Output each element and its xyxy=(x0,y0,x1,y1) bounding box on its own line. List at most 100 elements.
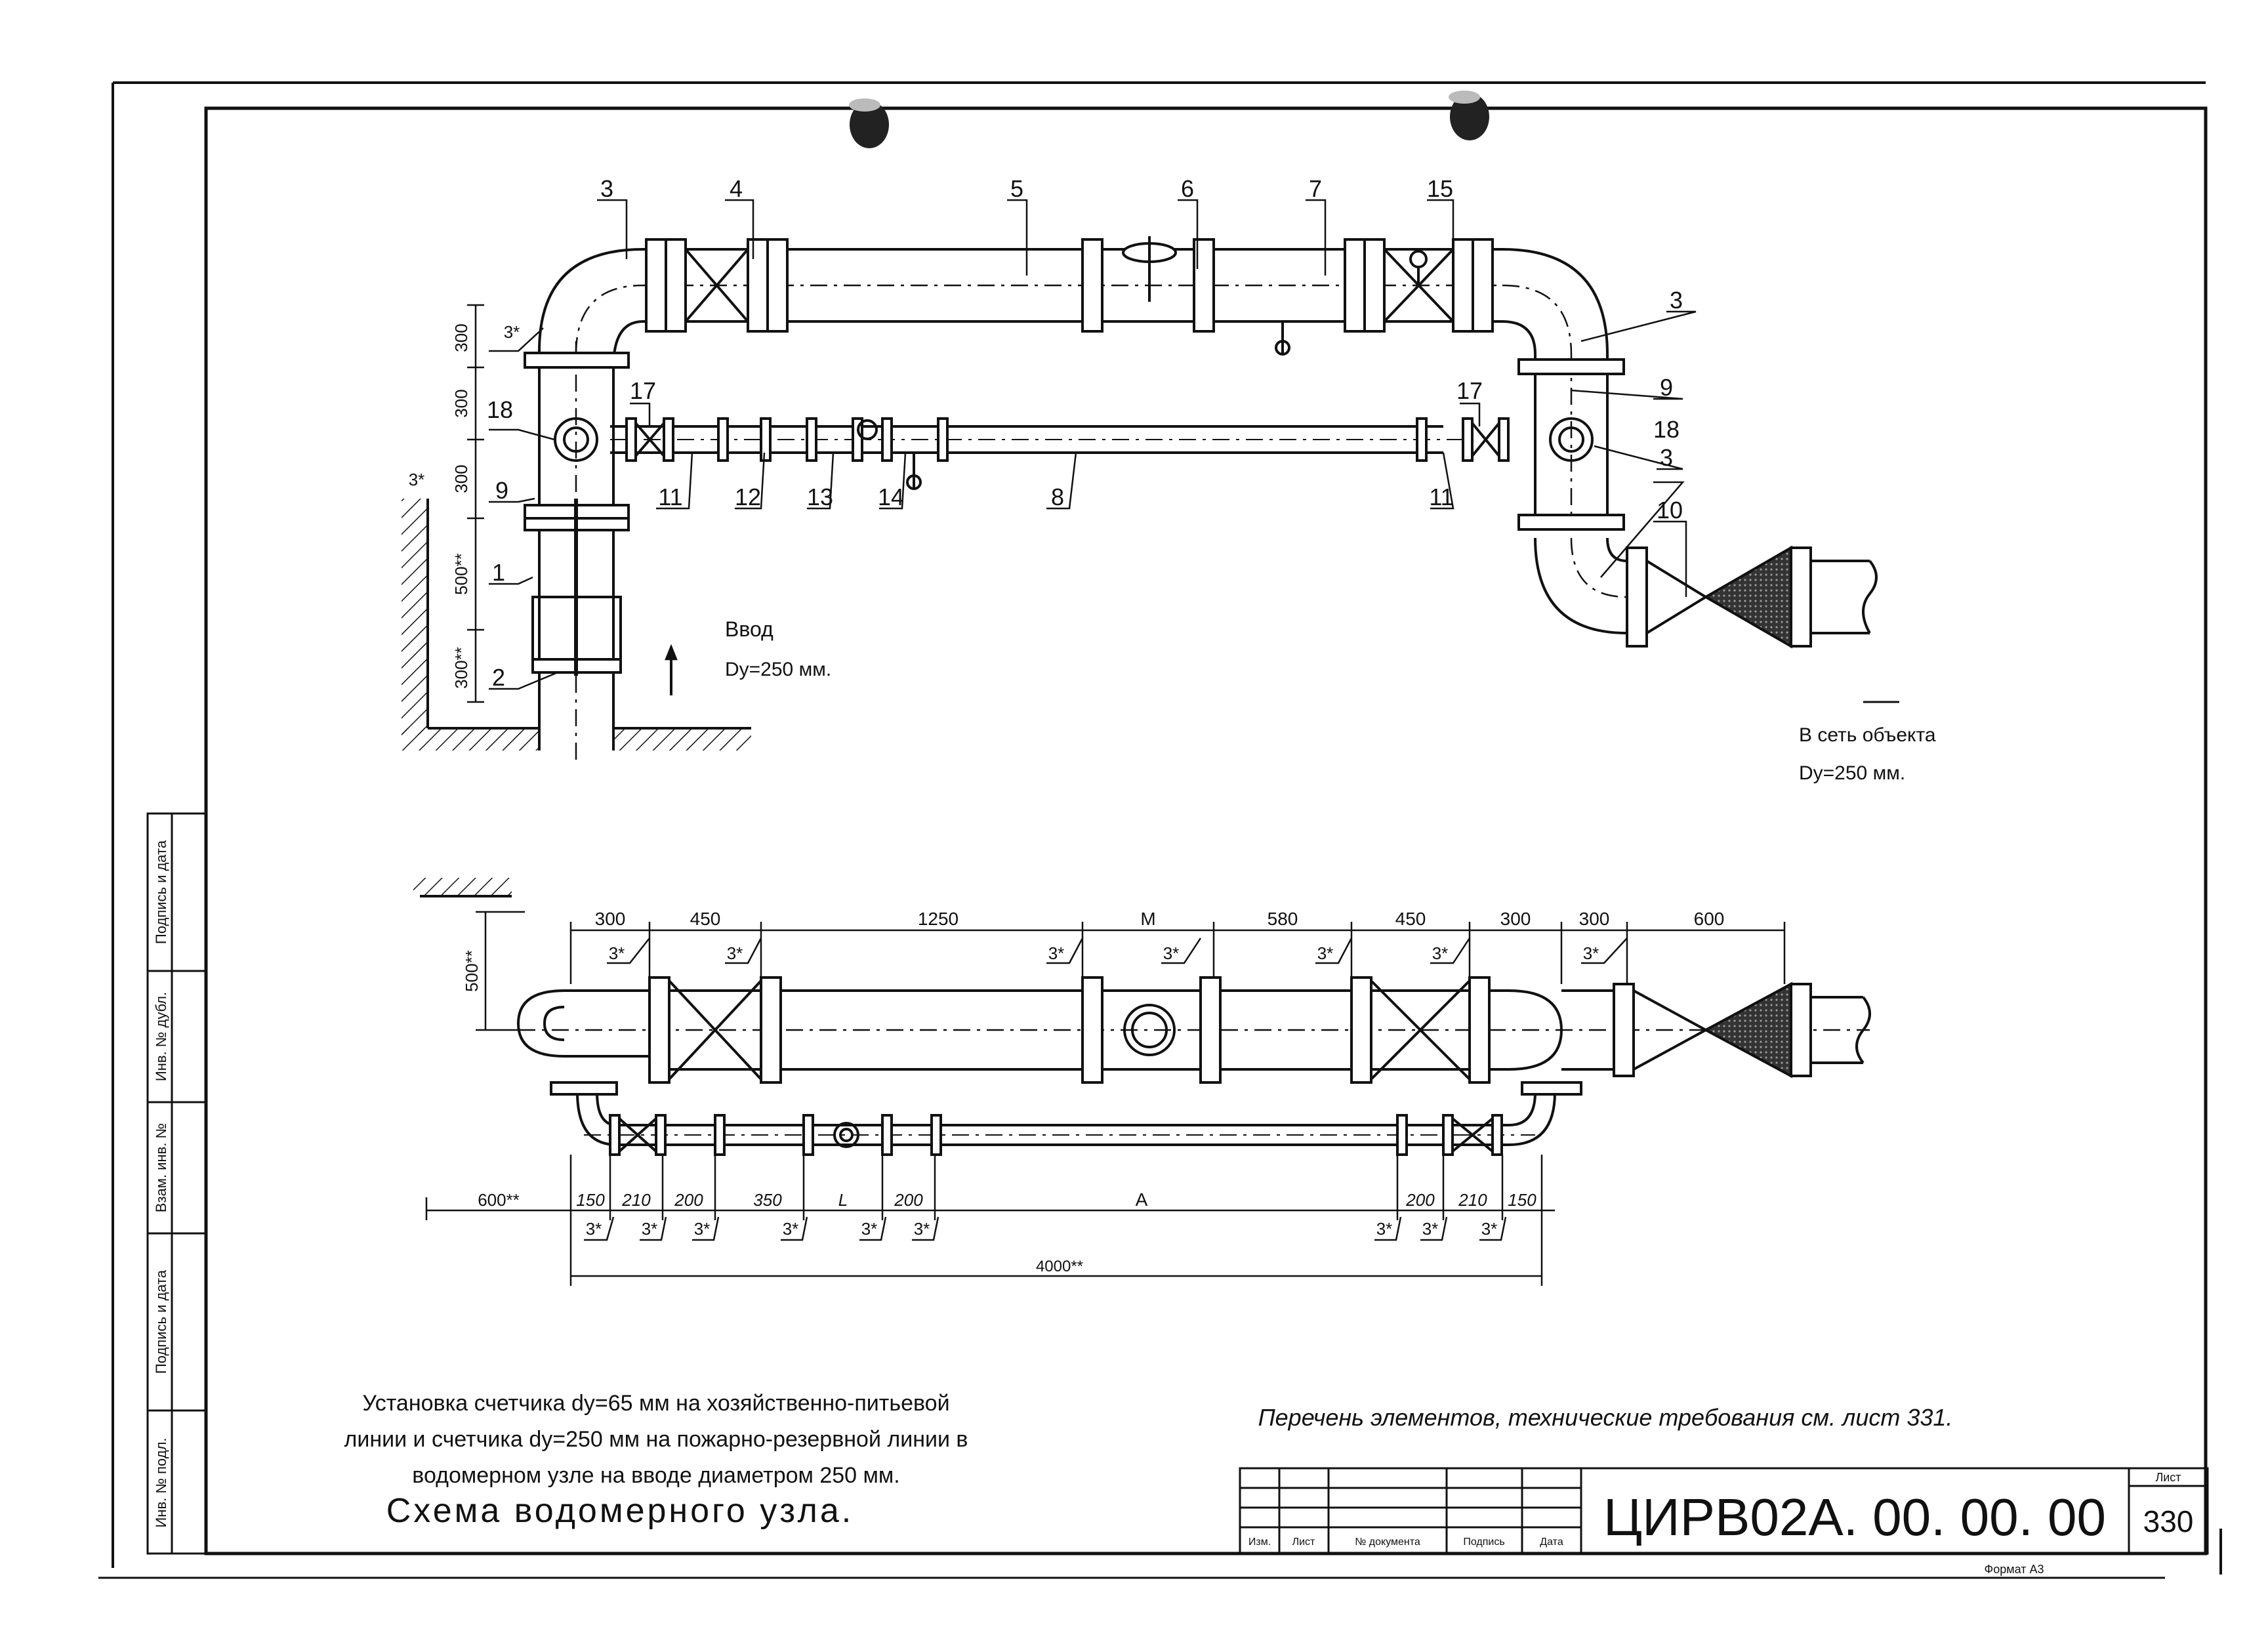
plan-top-weld-4: 3* xyxy=(1163,943,1180,963)
plan-bdim-A: A xyxy=(1136,1189,1148,1210)
weld-mark-top-1: 3* xyxy=(504,322,520,342)
plan-dim-300-c: 300 xyxy=(1579,909,1610,929)
plan-total-dim: 4000** xyxy=(1036,1258,1083,1275)
callout-12: 12 xyxy=(735,484,761,510)
side-stamp-table xyxy=(146,812,207,1555)
callout-10: 10 xyxy=(1657,497,1683,524)
plan-bdim-200-c: 200 xyxy=(1405,1190,1435,1210)
plan-top-dim-line xyxy=(476,911,1786,1031)
plan-bottom-weld-5: 3* xyxy=(861,1219,878,1239)
stamp-sign-date-1: Подпись и дата xyxy=(153,840,169,944)
plan-dim-1250: 1250 xyxy=(918,909,959,929)
caption-line-1: Установка счетчика dy=65 мм на хозяйстве… xyxy=(362,1391,949,1416)
tb-col-date: Дата xyxy=(1540,1536,1563,1548)
outlet-diameter: Dy=250 мм. xyxy=(1799,762,1905,784)
plan-top-weld-6: 3* xyxy=(1432,943,1449,963)
callout-11-b: 11 xyxy=(1429,484,1453,510)
callout-18-a: 18 xyxy=(487,396,513,423)
plan-bdim-200-a: 200 xyxy=(674,1190,703,1210)
callout-3-a: 3 xyxy=(600,175,613,202)
plan-bdim-L: L xyxy=(838,1190,848,1210)
callout-4: 4 xyxy=(730,175,743,202)
tb-col-list: Лист xyxy=(1292,1536,1315,1548)
plan-bdim-600: 600** xyxy=(478,1190,520,1210)
plan-top-weld-leaders xyxy=(607,937,1628,964)
plan-bdim-150-b: 150 xyxy=(1508,1190,1536,1210)
plan-top-weld-1: 3* xyxy=(609,943,625,963)
callout-1: 1 xyxy=(492,559,505,586)
sheet-number: 330 xyxy=(2143,1504,2194,1538)
tb-col-sign: Подпись xyxy=(1463,1536,1504,1548)
plan-bottom-weld-7: 3* xyxy=(1376,1219,1393,1239)
plan-bottom-weld-3: 3* xyxy=(694,1219,711,1239)
callout-14: 14 xyxy=(878,484,904,510)
top-view-dims xyxy=(467,304,1899,703)
title-block xyxy=(1239,1467,2209,1555)
callout-8: 8 xyxy=(1051,484,1064,510)
plan-dim-M: M xyxy=(1140,909,1155,929)
callout-13: 13 xyxy=(807,484,833,510)
plan-top-weld-7: 3* xyxy=(1583,943,1599,963)
plan-bottom-weld-9: 3* xyxy=(1481,1219,1498,1239)
inlet-label: Ввод xyxy=(725,617,773,641)
plan-bottom-weld-2: 3* xyxy=(642,1219,658,1239)
plan-top-weld-2: 3* xyxy=(727,943,743,963)
top-view-leaders xyxy=(489,199,1697,690)
callout-2: 2 xyxy=(492,664,505,691)
plan-dim-300-a: 300 xyxy=(595,909,626,929)
plan-bottom-weld-1: 3* xyxy=(586,1219,602,1239)
plan-bdim-150-a: 150 xyxy=(576,1190,605,1210)
plan-bottom-weld-6: 3* xyxy=(914,1219,930,1239)
vdim-300-2: 300 xyxy=(451,389,471,417)
plan-dim-500-vert: 500** xyxy=(462,950,482,992)
tb-col-izm: Изм. xyxy=(1248,1536,1271,1548)
plan-bottom-weld-8: 3* xyxy=(1422,1219,1439,1239)
plan-top-weld-5: 3* xyxy=(1317,943,1334,963)
callout-18-b: 18 xyxy=(1653,416,1680,443)
callout-7: 7 xyxy=(1309,175,1322,202)
plan-view-fittings xyxy=(550,976,1812,1156)
callout-9-a: 9 xyxy=(495,477,508,504)
plan-dim-450-a: 450 xyxy=(690,909,721,929)
callout-17-a: 17 xyxy=(630,377,656,404)
top-view-hatching xyxy=(402,499,751,751)
plan-bottom-weld-leaders xyxy=(584,1216,1507,1241)
drawing-code: ЦИРВ02А. 00. 00. 00 xyxy=(1603,1488,2106,1546)
top-view-fittings xyxy=(524,236,1812,676)
callout-3-b: 3 xyxy=(1670,287,1683,314)
callout-5: 5 xyxy=(1010,175,1023,202)
vdim-300-1: 300 xyxy=(451,323,471,352)
outlet-label: В сеть объекта xyxy=(1799,724,1936,746)
plan-dim-580: 580 xyxy=(1268,909,1298,929)
weld-mark-top-2: 3* xyxy=(409,470,425,489)
plan-dim-450-b: 450 xyxy=(1395,909,1426,929)
hole-punch-marks xyxy=(849,91,1489,148)
sheet-label: Лист xyxy=(2155,1471,2181,1484)
plan-top-weld-3: 3* xyxy=(1048,943,1065,963)
plan-bdim-210-a: 210 xyxy=(621,1190,651,1210)
plan-dim-600: 600 xyxy=(1694,909,1725,929)
inlet-diameter: Dy=250 мм. xyxy=(725,659,831,680)
plan-bdim-210-b: 210 xyxy=(1458,1190,1487,1210)
plan-bdim-200-b: 200 xyxy=(894,1190,923,1210)
elements-note: Перечень элементов, технические требован… xyxy=(1258,1404,1953,1431)
plan-bottom-dim-line xyxy=(425,1155,1555,1286)
caption-line-2: линии и счетчика dy=250 мм на пожарно-ре… xyxy=(344,1427,968,1452)
stamp-inv-podl: Инв. № подл. xyxy=(153,1437,169,1527)
callout-9-b: 9 xyxy=(1660,374,1673,401)
stamp-inv-dubl: Инв. № дубл. xyxy=(153,992,169,1081)
vdim-300-3: 300 xyxy=(451,464,471,493)
callout-17-b: 17 xyxy=(1456,377,1483,404)
top-view-valves xyxy=(634,245,1792,649)
callout-15: 15 xyxy=(1427,175,1453,202)
plan-view-valves xyxy=(618,977,1792,1155)
callout-3-c: 3 xyxy=(1660,444,1673,471)
sheet-frame xyxy=(98,81,2222,1579)
vdim-500: 500** xyxy=(451,553,471,595)
plan-dim-300-b: 300 xyxy=(1500,909,1531,929)
stamp-vzam-inv: Взам. инв. № xyxy=(153,1123,169,1212)
vdim-300-4: 300** xyxy=(451,647,471,689)
stamp-sign-date-2: Подпись и дата xyxy=(153,1269,169,1374)
plan-view-hatching xyxy=(413,878,512,897)
